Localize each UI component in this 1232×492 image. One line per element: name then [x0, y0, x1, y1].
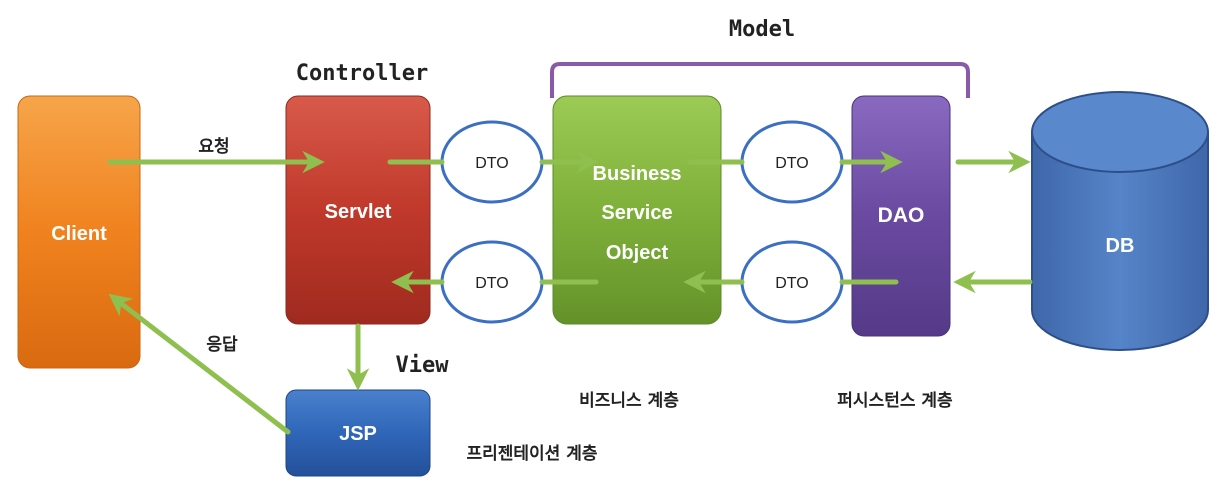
- svg-text:DTO: DTO: [475, 155, 508, 172]
- jsp-box: JSP: [285, 389, 431, 477]
- request-label: 요청: [198, 136, 229, 157]
- dao-label: DAO: [878, 204, 925, 227]
- servlet-label: Servlet: [325, 201, 392, 223]
- controller-label: Controller: [296, 61, 428, 86]
- dao-box: DAO: [851, 95, 951, 337]
- client-box: Client: [17, 95, 141, 369]
- business-label-line1: Business: [593, 163, 682, 185]
- svg-text:DTO: DTO: [775, 275, 808, 292]
- flow-arrows: [107, 150, 1033, 435]
- dto-circle-top-left: DTO: [440, 120, 544, 204]
- svg-text:DTO: DTO: [475, 275, 508, 292]
- response-label: 응답: [206, 335, 238, 355]
- view-label: View: [396, 353, 450, 378]
- business-service-object-box: Business Service Object: [552, 95, 722, 325]
- client-label: Client: [51, 223, 107, 245]
- business-label-line2: Service: [601, 202, 672, 224]
- presentation-layer-label: 프리젠테이션 계층: [466, 444, 597, 464]
- svg-text:DTO: DTO: [775, 155, 808, 172]
- model-label: Model: [729, 17, 795, 42]
- response-arrow: [108, 293, 291, 435]
- servlet-box: Servlet: [285, 95, 431, 325]
- persistence-layer-label: 퍼시스턴스 계층: [837, 391, 953, 411]
- dto-circle-top-right: DTO: [740, 120, 844, 204]
- model-bracket: [550, 62, 970, 98]
- db-label: DB: [1106, 235, 1135, 257]
- business-label-line3: Object: [606, 242, 669, 264]
- dto-circle-bottom-right: DTO: [740, 240, 844, 324]
- business-layer-label: 비즈니스 계층: [579, 391, 679, 411]
- jsp-label: JSP: [339, 423, 377, 445]
- dto-circle-bottom-left: DTO: [440, 240, 544, 324]
- db-cylinder: DB: [1031, 91, 1209, 351]
